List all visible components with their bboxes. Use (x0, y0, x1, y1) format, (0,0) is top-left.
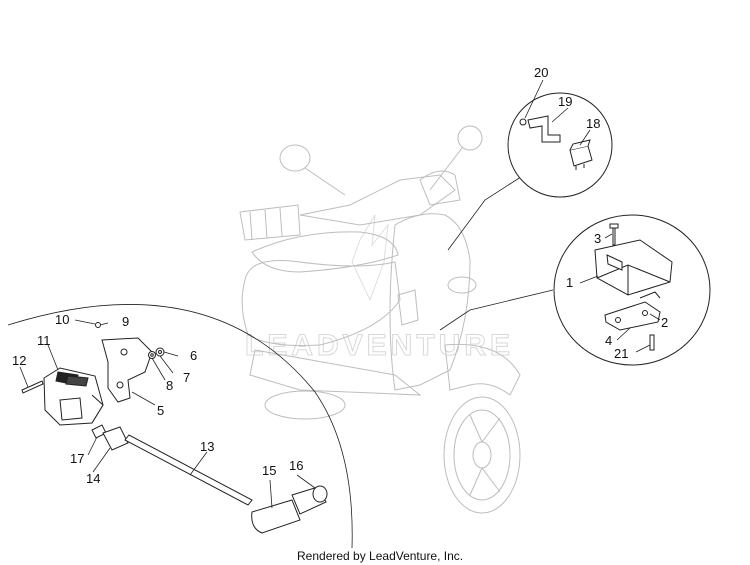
callout-17: 17 (70, 451, 84, 466)
group-boundary-arc (7, 304, 353, 549)
callout-11: 11 (37, 333, 51, 348)
callout-20: 20 (534, 65, 548, 80)
callout-13: 13 (200, 439, 214, 454)
footer-credit: Rendered by LeadVenture, Inc. (297, 549, 463, 563)
callout-10: 10 (55, 312, 69, 327)
callout-16: 16 (289, 458, 303, 473)
callout-9: 9 (122, 314, 129, 329)
nut-part (519, 118, 527, 126)
callout-21: 21 (614, 346, 628, 361)
connector-part (91, 424, 107, 439)
callout-14: 14 (86, 471, 100, 486)
callout-19: 19 (558, 94, 572, 109)
bolt-part (21, 380, 44, 394)
callout-12: 12 (12, 353, 26, 368)
callout-7: 7 (183, 370, 190, 385)
callout-8: 8 (166, 378, 173, 393)
callout-numbers: 1 2 3 4 5 6 7 8 9 10 11 12 13 14 15 16 1… (12, 65, 668, 486)
scooter-outline (239, 125, 521, 514)
callout-5: 5 (157, 403, 164, 418)
callout-18: 18 (586, 116, 600, 131)
callout-15: 15 (262, 463, 276, 478)
bracket-part (527, 115, 561, 143)
callout-leaders (19, 79, 661, 509)
ignition-parts (21, 322, 328, 534)
ht-cable-part (124, 434, 253, 506)
callout-3: 3 (594, 231, 601, 246)
detail-bubble-control-unit (553, 214, 711, 366)
detail-bubble-relay (507, 92, 613, 198)
watermark: LEADVENTURE (245, 214, 511, 363)
callout-2: 2 (661, 315, 668, 330)
plug-cap-part (251, 499, 301, 534)
spark-plug-boot-part (102, 426, 129, 451)
watermark-logo-icon (351, 214, 389, 302)
callout-6: 6 (190, 348, 197, 363)
screw-part (609, 223, 619, 246)
coil-bracket-part (101, 337, 153, 403)
mounting-plate-part (604, 301, 661, 331)
callout-4: 4 (605, 333, 612, 348)
callout-1: 1 (566, 275, 573, 290)
